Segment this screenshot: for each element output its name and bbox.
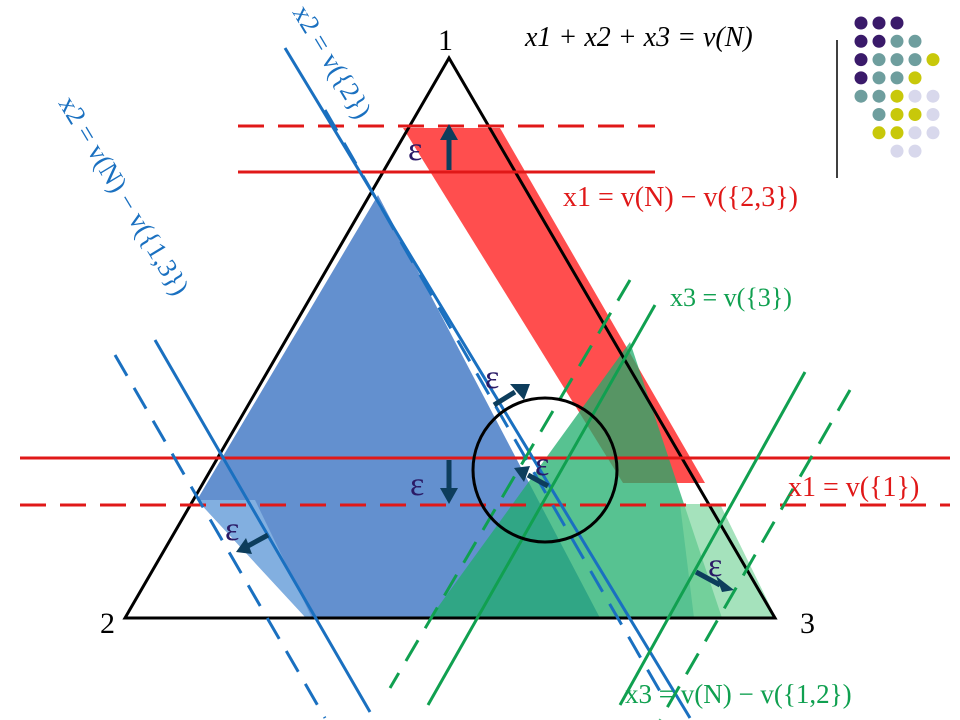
blue-region <box>197 195 600 618</box>
simplex-triangle <box>122 55 778 620</box>
arrow-left-head <box>236 538 252 554</box>
x2-lower-solid <box>153 339 372 713</box>
regions <box>197 128 776 618</box>
core-circle <box>471 396 619 544</box>
x3-lower-solid <box>618 371 807 706</box>
legend-dot <box>872 89 886 103</box>
arrow-circle-head <box>514 466 530 482</box>
legend-dot <box>854 71 868 85</box>
legend-dot <box>908 126 922 140</box>
arrow-mid <box>492 389 517 408</box>
legend-dot <box>872 108 886 121</box>
legend-dot <box>854 89 868 103</box>
legend-dot <box>890 126 904 140</box>
legend-dot <box>872 34 886 48</box>
legend-dot <box>890 53 904 67</box>
vertex-3-label: 3 <box>800 607 815 640</box>
legend-dot <box>890 108 904 121</box>
x2-lower-label: x2 = v(N) − v({1,3}) <box>53 91 195 301</box>
epsilon-labels: ε ε ε ε ε ε <box>225 131 722 584</box>
legend-dot <box>872 126 886 140</box>
epsilon-arrows <box>236 124 734 592</box>
legend-dot <box>854 16 868 30</box>
legend-dot <box>926 108 940 121</box>
x2-lines <box>113 47 692 719</box>
legend-dot <box>926 89 940 103</box>
legend-dot <box>854 34 868 48</box>
legend-dot <box>854 53 868 67</box>
vertex-2-label: 2 <box>100 607 115 640</box>
x1-upper-label: x1 = v(N) − v({2,3}) <box>563 182 798 213</box>
legend-dot <box>890 144 904 158</box>
x2-upper-label: x2 = v({2}) <box>287 0 378 124</box>
epsilon-top: ε <box>408 131 422 168</box>
epsilon-right: ε <box>708 547 722 584</box>
sum-equation: x1 + x2 + x3 = v(N) <box>524 22 753 53</box>
legend-dot <box>890 71 904 85</box>
arrow-right <box>694 569 722 588</box>
vertex-1-label: 1 <box>438 24 453 57</box>
green-region <box>430 342 722 618</box>
legend-dot <box>908 108 922 121</box>
epsilon-circle: ε <box>535 446 549 483</box>
epsilon-down: ε <box>410 466 424 503</box>
legend-dot <box>872 16 886 30</box>
legend-dot <box>890 89 904 103</box>
legend-dot <box>890 16 904 30</box>
legend-dot <box>926 126 940 140</box>
dot-legend <box>854 16 940 158</box>
x2-lower-dashed <box>113 354 327 719</box>
legend-dot <box>926 53 940 67</box>
x3-lower-label: x3 = v(N) − v({1,2}) <box>625 679 852 709</box>
arrow-mid-head <box>510 384 530 400</box>
arrow-right-head <box>716 576 734 592</box>
arrow-down-head <box>440 488 458 504</box>
x3-upper-solid <box>426 304 657 706</box>
legend-dot <box>908 144 922 158</box>
legend-dot <box>908 53 922 67</box>
arrow-left <box>244 532 270 550</box>
legend-dot <box>872 71 886 85</box>
legend-dot <box>908 89 922 103</box>
epsilon-mid: ε <box>485 359 499 396</box>
x3-lines <box>388 279 852 720</box>
x3-lower-dashed <box>658 389 852 720</box>
light-green-region <box>680 504 776 618</box>
light-blue-region <box>197 500 312 618</box>
legend-dot <box>908 71 922 85</box>
legend-dot <box>872 53 886 67</box>
legend-dot <box>890 34 904 48</box>
epsilon-left: ε <box>225 511 239 548</box>
arrow-top-head <box>440 124 458 140</box>
x3-upper-label: x3 = v({3}) <box>670 283 792 312</box>
legend-dot <box>908 34 922 48</box>
arrow-circle <box>526 472 550 489</box>
x1-lower-label: x1 = v({1}) <box>788 472 919 503</box>
x3-upper-dashed <box>388 279 632 689</box>
